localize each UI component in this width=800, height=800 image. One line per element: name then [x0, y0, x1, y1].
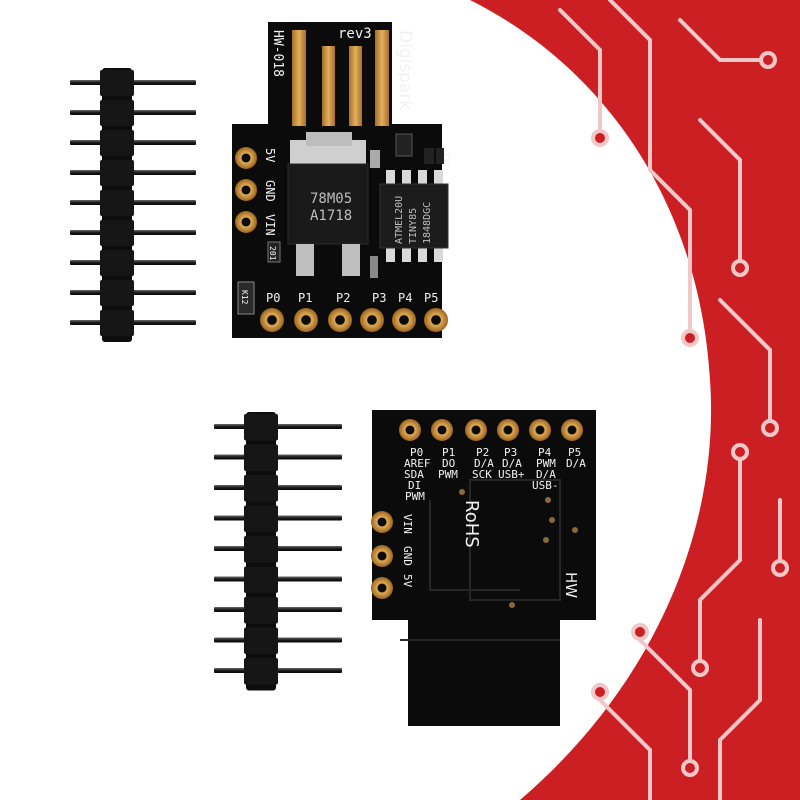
back-p2-label: P2: [476, 446, 489, 459]
back-p3-label: P3: [504, 446, 517, 459]
io-label-p5: P5: [424, 291, 438, 305]
regulator-line-1: 78M05: [310, 191, 352, 207]
voltage-regulator: 78M05 A1718: [287, 132, 369, 276]
back-p0-pwm: PWM: [405, 490, 425, 503]
zener-label: K12: [240, 290, 249, 305]
header-segment: [100, 250, 134, 276]
microcontroller-chip: ATMEL20U TINY85 1848DGC: [379, 170, 449, 262]
back-pin-function-labels: P0 AREF SDA DI PWM P1 DO PWM P2 D/A SCK …: [404, 446, 586, 503]
circuit-background: [470, 0, 800, 800]
io-label-p1: P1: [298, 291, 312, 305]
header-segment: [244, 627, 278, 654]
header-segment: [100, 100, 134, 126]
model-label: HW-018: [270, 30, 285, 77]
header-segment: [100, 280, 134, 306]
header-segment: [100, 310, 134, 336]
rev-label: rev3: [338, 26, 372, 42]
back-p0-sda: SDA: [404, 468, 424, 481]
mcu-line-3: 1848DGC: [422, 202, 433, 244]
rohs-label: RoHS: [461, 500, 482, 548]
io-label-p2: P2: [336, 291, 350, 305]
back-p1-pwm: PWM: [438, 468, 458, 481]
smd-components: 152 201 K12: [237, 133, 451, 315]
header-segment: [244, 566, 278, 593]
back-power-gnd: GND: [401, 546, 414, 566]
back-p1-label: P1: [442, 446, 455, 459]
usb-contacts: [292, 30, 389, 126]
header-segment: [100, 160, 134, 186]
back-p5-label: P5: [568, 446, 581, 459]
mcu-line-1: ATMEL20U: [394, 196, 405, 244]
back-p0-di: DI: [408, 479, 421, 492]
back-p0-label: P0: [410, 446, 423, 459]
back-p3-usbplus: USB+: [498, 468, 525, 481]
pin-header-left: [70, 68, 196, 342]
back-p1-do: DO: [442, 457, 455, 470]
diode-label: 201: [268, 246, 277, 261]
header-segment: [244, 414, 278, 441]
mcu-line-2: TINY85: [408, 208, 419, 244]
header-segment: [100, 70, 134, 96]
io-pin-labels: P0 P1 P2 P3 P4 P5: [266, 291, 438, 305]
io-pads: [260, 308, 448, 332]
header-segment: [244, 536, 278, 563]
header-segment: [244, 505, 278, 532]
header-segment: [100, 190, 134, 216]
digispark-board-front: rev3 Digispark HW-018 78M05 A1718 ATMEL2…: [232, 22, 451, 338]
header-segment: [100, 220, 134, 246]
back-io-pads: [399, 419, 583, 441]
header-segment: [244, 658, 278, 685]
power-pin-label-5v: 5V: [263, 148, 277, 162]
back-p0-aref: AREF: [404, 457, 431, 470]
regulator-line-2: A1718: [310, 208, 352, 224]
back-p4-da: D/A: [536, 468, 556, 481]
io-label-p4: P4: [398, 291, 412, 305]
back-brand-label: HW: [562, 572, 580, 598]
header-segment: [244, 475, 278, 502]
back-power-vin: VIN: [401, 514, 414, 534]
back-power-5v: 5V: [401, 574, 414, 588]
back-power-pads: [371, 511, 393, 599]
back-p5-da: D/A: [566, 457, 586, 470]
back-p2-sck: SCK: [472, 468, 492, 481]
pin-header-icon: [214, 412, 342, 691]
pin-header-icon: [70, 68, 196, 342]
back-p2-da: D/A: [474, 457, 494, 470]
header-segment: [100, 130, 134, 156]
header-segment: [244, 444, 278, 471]
pin-header-bottom: [214, 412, 342, 691]
power-pads: [235, 147, 257, 233]
power-pin-label-gnd: GND: [263, 180, 277, 202]
digispark-board-back: P0 AREF SDA DI PWM P1 DO PWM P2 D/A SCK …: [371, 410, 596, 726]
back-p3-da: D/A: [502, 457, 522, 470]
back-p4-pwm: PWM: [536, 457, 556, 470]
resistor-label: 152: [442, 152, 451, 167]
io-label-p0: P0: [266, 291, 280, 305]
back-p4-label: P4: [538, 446, 552, 459]
io-label-p3: P3: [372, 291, 386, 305]
back-p4-usbminus: USB-: [532, 479, 559, 492]
brand-label: Digispark: [395, 30, 415, 110]
power-pin-label-vin: VIN: [263, 214, 277, 236]
header-segment: [244, 597, 278, 624]
